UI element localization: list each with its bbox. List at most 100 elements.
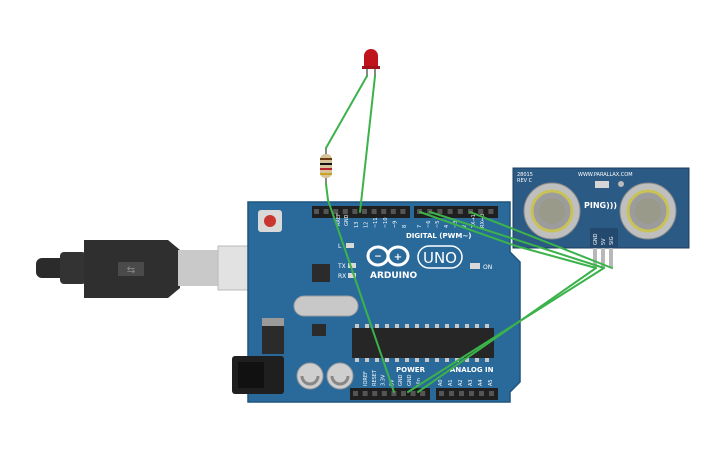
header-hole[interactable] xyxy=(314,209,319,214)
resistor-band-2 xyxy=(320,163,332,165)
header-hole[interactable] xyxy=(333,209,339,214)
chip-pin xyxy=(435,324,439,328)
rx-led xyxy=(348,273,356,278)
l-led-label: L xyxy=(338,243,342,250)
header-hole[interactable] xyxy=(459,391,464,396)
analog-pin-label: A4 xyxy=(478,379,484,386)
header-hole[interactable] xyxy=(390,209,396,214)
header-hole[interactable] xyxy=(488,209,494,214)
chip-pin xyxy=(475,324,479,328)
resistor-lead-bottom xyxy=(325,178,327,184)
chip-pin xyxy=(405,324,409,328)
analog-pin-label: A0 xyxy=(438,379,444,386)
chip-pin xyxy=(445,358,449,362)
wires xyxy=(325,75,613,393)
chip-pin xyxy=(355,358,359,362)
analog-header xyxy=(436,388,498,400)
tx-led-label: TX xyxy=(337,263,346,270)
chip-pin xyxy=(425,358,429,362)
wire-pin-2-to-sensor-sig xyxy=(469,211,613,269)
digital-pin-label: 8 xyxy=(402,225,408,228)
chip-pin xyxy=(375,358,379,362)
red-led[interactable] xyxy=(362,49,380,77)
analog-pin-label: A5 xyxy=(488,379,494,386)
power-pin-label: GND xyxy=(398,374,404,386)
resistor[interactable] xyxy=(320,148,332,184)
header-hole[interactable] xyxy=(342,209,348,214)
sensor-brand: PING))) xyxy=(584,201,617,210)
analog-pin-label: A1 xyxy=(448,379,454,386)
header-hole[interactable] xyxy=(391,391,397,396)
header-hole[interactable] xyxy=(457,209,463,214)
uno-badge xyxy=(417,245,463,269)
transducer-left xyxy=(523,182,581,240)
header-hole[interactable] xyxy=(353,391,358,396)
power-pin-label: GND xyxy=(407,374,413,386)
header-hole[interactable] xyxy=(323,209,329,214)
chip-pin xyxy=(385,358,389,362)
led-dome xyxy=(364,49,378,66)
header-hole[interactable] xyxy=(371,209,377,214)
chip-pin xyxy=(415,358,419,362)
digital-pin-label: 4 xyxy=(444,225,450,228)
wire-sensor-5v-to-board-5v xyxy=(407,267,605,393)
header-hole[interactable] xyxy=(479,391,484,396)
chip-pin xyxy=(445,324,449,328)
l-led xyxy=(346,243,354,248)
power-header xyxy=(350,388,430,400)
digital-pin-label: RX←0 xyxy=(480,214,486,228)
header-hole[interactable] xyxy=(400,209,406,214)
sensor-revision: REV C xyxy=(517,178,533,184)
digital-pin-label: ~10 xyxy=(383,217,389,228)
sensor-part-number: 28015 xyxy=(517,172,533,178)
capacitor-right-mark xyxy=(330,375,350,386)
svg-text:−: − xyxy=(374,252,382,262)
header-hole[interactable] xyxy=(372,391,378,396)
header-hole[interactable] xyxy=(381,209,387,214)
resistor-lead-top xyxy=(325,148,327,154)
smd-component xyxy=(312,324,326,336)
chip-pin xyxy=(365,358,369,362)
on-led xyxy=(470,263,480,269)
crystal-oscillator xyxy=(293,295,359,317)
chip-pin xyxy=(465,324,469,328)
header-hole[interactable] xyxy=(352,209,358,214)
power-jack-inner xyxy=(238,362,264,388)
header-hole[interactable] xyxy=(478,209,484,214)
voltage-regulator xyxy=(262,324,284,354)
header-hole[interactable] xyxy=(439,391,444,396)
digital-pin-label: 12 xyxy=(364,222,370,228)
analog-header-label: ANALOG IN xyxy=(450,366,494,374)
reset-button-cap xyxy=(264,215,276,227)
power-pin-label: RESET xyxy=(372,369,378,386)
power-pin-label: Vin xyxy=(416,378,422,386)
chip-pin xyxy=(355,324,359,328)
voltage-regulator-tab xyxy=(262,318,284,326)
wire-pin-6-to-sensor-5v xyxy=(429,211,605,269)
header-hole[interactable] xyxy=(381,391,387,396)
usb-cable[interactable]: ⇆ xyxy=(36,240,263,298)
bottom-pin-holes xyxy=(353,391,494,396)
header-hole[interactable] xyxy=(449,391,454,396)
ping-ultrasonic-sensor[interactable]: 28015 REV C WWW.PARALLAX.COM PING))) GND… xyxy=(512,167,690,268)
header-hole[interactable] xyxy=(489,391,494,396)
header-hole[interactable] xyxy=(420,391,426,396)
header-hole[interactable] xyxy=(437,209,443,214)
header-hole[interactable] xyxy=(401,391,406,396)
chip-pin xyxy=(475,358,479,362)
header-hole[interactable] xyxy=(469,391,474,396)
chip-pin xyxy=(485,358,489,362)
usb-metal-shell xyxy=(178,250,218,286)
header-hole[interactable] xyxy=(410,391,416,396)
header-hole[interactable] xyxy=(447,209,453,214)
wire-resistor-to-gnd xyxy=(325,183,395,393)
header-hole[interactable] xyxy=(362,391,368,396)
chip-pin xyxy=(385,324,389,328)
chip-pin xyxy=(395,358,399,362)
analog-pin-label: A3 xyxy=(468,379,474,386)
header-hole[interactable] xyxy=(362,209,367,214)
